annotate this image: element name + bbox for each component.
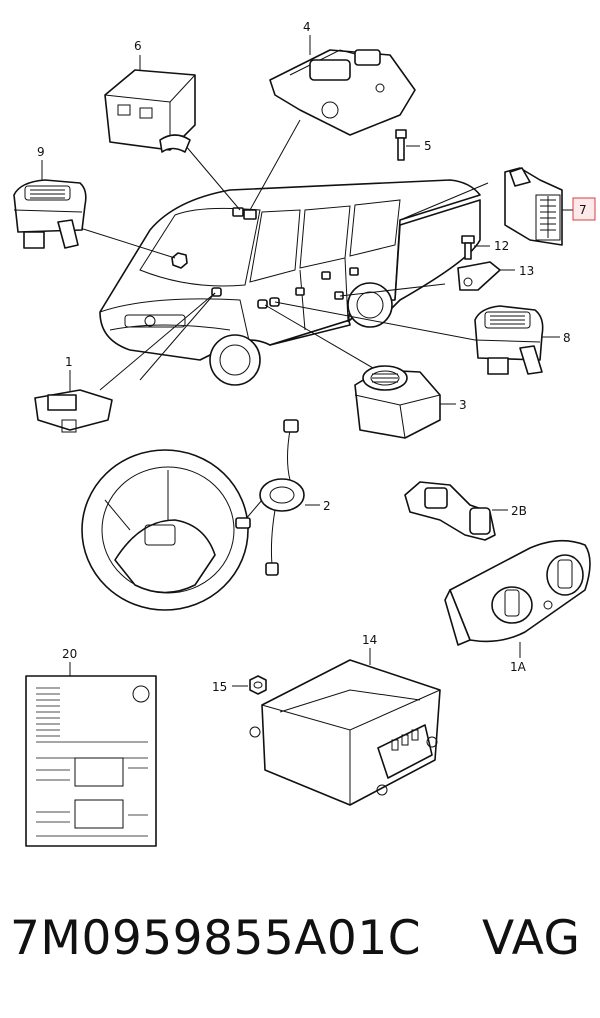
part-12-screw: 12 bbox=[461, 235, 509, 260]
part-20-certificate: 20 bbox=[25, 647, 157, 847]
callout-5: 5 bbox=[424, 139, 432, 153]
callout-12: 12 bbox=[494, 239, 509, 253]
part-7-connector: 7 bbox=[504, 167, 596, 246]
callout-6: 6 bbox=[134, 39, 142, 53]
van-illustration bbox=[99, 179, 481, 386]
part-1-sensor: 1 bbox=[34, 355, 113, 433]
part-5-bolt: 5 bbox=[395, 129, 432, 161]
part-2b-switch: 2B bbox=[404, 481, 527, 541]
footer: 7M0959855A01C VAG bbox=[0, 895, 600, 1005]
callout-14: 14 bbox=[362, 633, 377, 647]
part-9-sensor: 9 bbox=[13, 145, 87, 249]
part-6-relay: 6 bbox=[104, 39, 196, 153]
callout-20: 20 bbox=[62, 647, 77, 661]
steering-wheel bbox=[81, 449, 249, 611]
part-number: 7M0959855A01C bbox=[10, 911, 422, 966]
callout-4: 4 bbox=[303, 20, 311, 34]
part-3-lock: 3 bbox=[354, 365, 467, 439]
brand-label: VAG bbox=[482, 911, 581, 966]
part-8-module: 8 bbox=[474, 305, 571, 375]
callout-15: 15 bbox=[212, 680, 227, 694]
callout-8: 8 bbox=[563, 331, 571, 345]
part-4-bracket: 4 bbox=[269, 20, 416, 136]
callout-7-highlight bbox=[572, 197, 596, 221]
callout-3: 3 bbox=[459, 398, 467, 412]
part-13-bracket: 13 bbox=[457, 261, 534, 291]
part-1a-light-switch: 1A bbox=[444, 539, 591, 674]
part-2-clockspring: 2 bbox=[235, 419, 331, 576]
callout-2b: 2B bbox=[511, 504, 527, 518]
callout-9: 9 bbox=[37, 145, 45, 159]
callout-13: 13 bbox=[519, 264, 534, 278]
part-14-control-unit: 14 bbox=[249, 633, 441, 806]
parts-diagram: 6 4 5 9 7 bbox=[13, 20, 596, 847]
leader-lines bbox=[79, 119, 489, 391]
callout-2: 2 bbox=[323, 499, 331, 513]
callout-7: 7 bbox=[579, 203, 587, 217]
callout-1a: 1A bbox=[510, 660, 527, 674]
part-15-nut: 15 bbox=[212, 675, 267, 695]
callout-1: 1 bbox=[65, 355, 73, 369]
